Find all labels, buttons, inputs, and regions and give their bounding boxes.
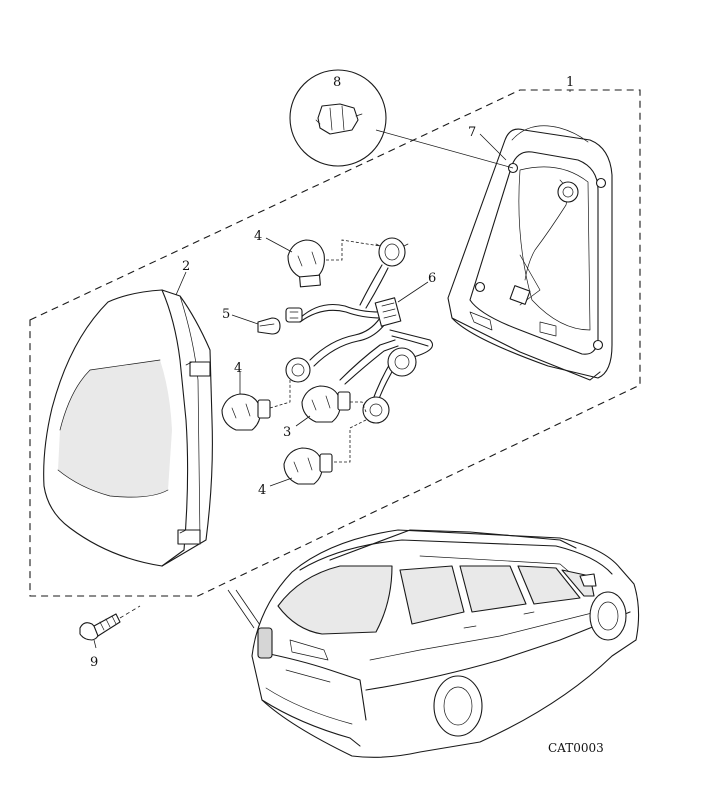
callout-2: 2	[182, 259, 190, 274]
callout-4-lower: 4	[258, 483, 266, 498]
callout-leaders	[93, 90, 571, 649]
wiring-harness	[285, 237, 434, 424]
harness-plug	[285, 307, 303, 323]
harness-socket-upper	[375, 237, 409, 267]
bulb-socket-guide-lines	[269, 239, 381, 463]
callout-1: 1	[566, 75, 574, 90]
harness-socket-left	[285, 357, 311, 383]
callout-4-middle: 4	[234, 361, 242, 376]
callout-9: 9	[90, 655, 98, 670]
bulb-4-middle	[221, 393, 271, 431]
bulb-4-lower	[283, 447, 333, 485]
callout-7: 7	[468, 125, 476, 140]
bulb-holder-clip-detail	[289, 69, 514, 169]
bulb-3	[301, 385, 351, 423]
harness-socket-lower	[362, 396, 390, 424]
lamp-body	[447, 125, 613, 381]
callout-5: 5	[222, 307, 230, 322]
callout-3: 3	[283, 425, 291, 440]
tail-lamp-lens	[43, 289, 213, 567]
location-leader	[227, 589, 263, 629]
bulb-5-capless	[257, 317, 281, 335]
estate-car	[251, 529, 640, 758]
exploded-view-boundary	[29, 89, 641, 597]
screw	[79, 605, 141, 641]
callout-4-upper: 4	[254, 229, 262, 244]
catalogue-reference: CAT0003	[548, 741, 604, 755]
callout-8: 8	[333, 75, 341, 90]
callout-6: 6	[428, 271, 436, 286]
harness-socket-mid	[387, 347, 417, 377]
bulb-4-upper	[287, 239, 325, 288]
